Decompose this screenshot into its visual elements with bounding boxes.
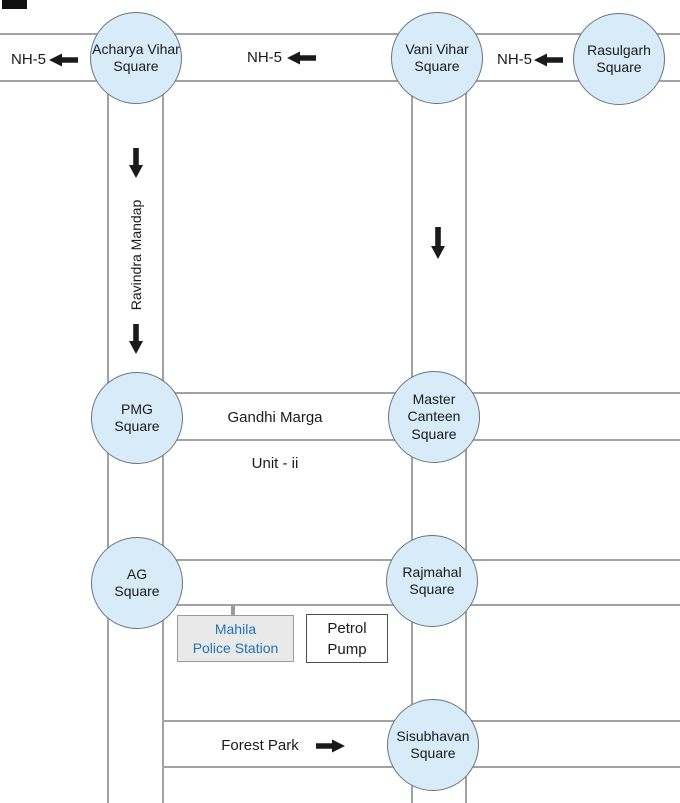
square-node-sisubhavan: Sisubhavan Square (387, 699, 479, 791)
square-label: Rasulgarh Square (587, 41, 651, 76)
mahila-police-station-label: Mahila Police Station (192, 620, 279, 656)
nh5-label-1: NH-5 (11, 51, 47, 68)
down-arrow-icon (128, 324, 144, 354)
left-arrow-icon (287, 51, 316, 65)
area-label-unit-ii: Unit - ii (251, 455, 299, 472)
nh5-label-3: NH-5 (497, 51, 533, 68)
petrol-pump-box: Petrol Pump (306, 614, 388, 663)
square-label: Vani Vihar Square (405, 40, 469, 75)
left-arrow-icon (49, 53, 78, 67)
square-node-acharya-vihar: Acharya Vihar Square (90, 12, 182, 104)
right-arrow-icon (316, 739, 345, 753)
square-node-rasulgarh: Rasulgarh Square (573, 13, 665, 105)
square-node-pmg: PMG Square (91, 372, 183, 464)
label-forest-park: Forest Park (221, 737, 299, 754)
square-label: Acharya Vihar Square (92, 40, 180, 75)
police-station-connector (231, 605, 235, 616)
nh5-label-2: NH-5 (247, 49, 283, 66)
square-node-ag: AG Square (91, 537, 183, 629)
road-label-ravindra-mandap: Ravindra Mandap (128, 199, 144, 311)
square-node-master-canteen: Master Canteen Square (388, 371, 480, 463)
square-label: Master Canteen Square (407, 390, 461, 442)
corner-mark (2, 0, 27, 9)
square-node-vani-vihar: Vani Vihar Square (391, 12, 483, 104)
square-label: Rajmahal Square (402, 563, 462, 598)
road-label-gandhi-marga: Gandhi Marga (227, 409, 323, 426)
down-arrow-icon (430, 227, 446, 259)
mahila-police-station-box: Mahila Police Station (177, 615, 294, 662)
road-nh5-bottom-line (0, 80, 680, 82)
square-label: PMG Square (114, 400, 160, 435)
square-label: Sisubhavan Square (396, 727, 470, 762)
left-arrow-icon (534, 53, 563, 67)
square-node-rajmahal: Rajmahal Square (386, 535, 478, 627)
down-arrow-icon (128, 148, 144, 178)
square-label: AG Square (114, 565, 160, 600)
road-nh5-top-line (0, 33, 680, 35)
petrol-pump-label: Petrol Pump (327, 619, 367, 658)
